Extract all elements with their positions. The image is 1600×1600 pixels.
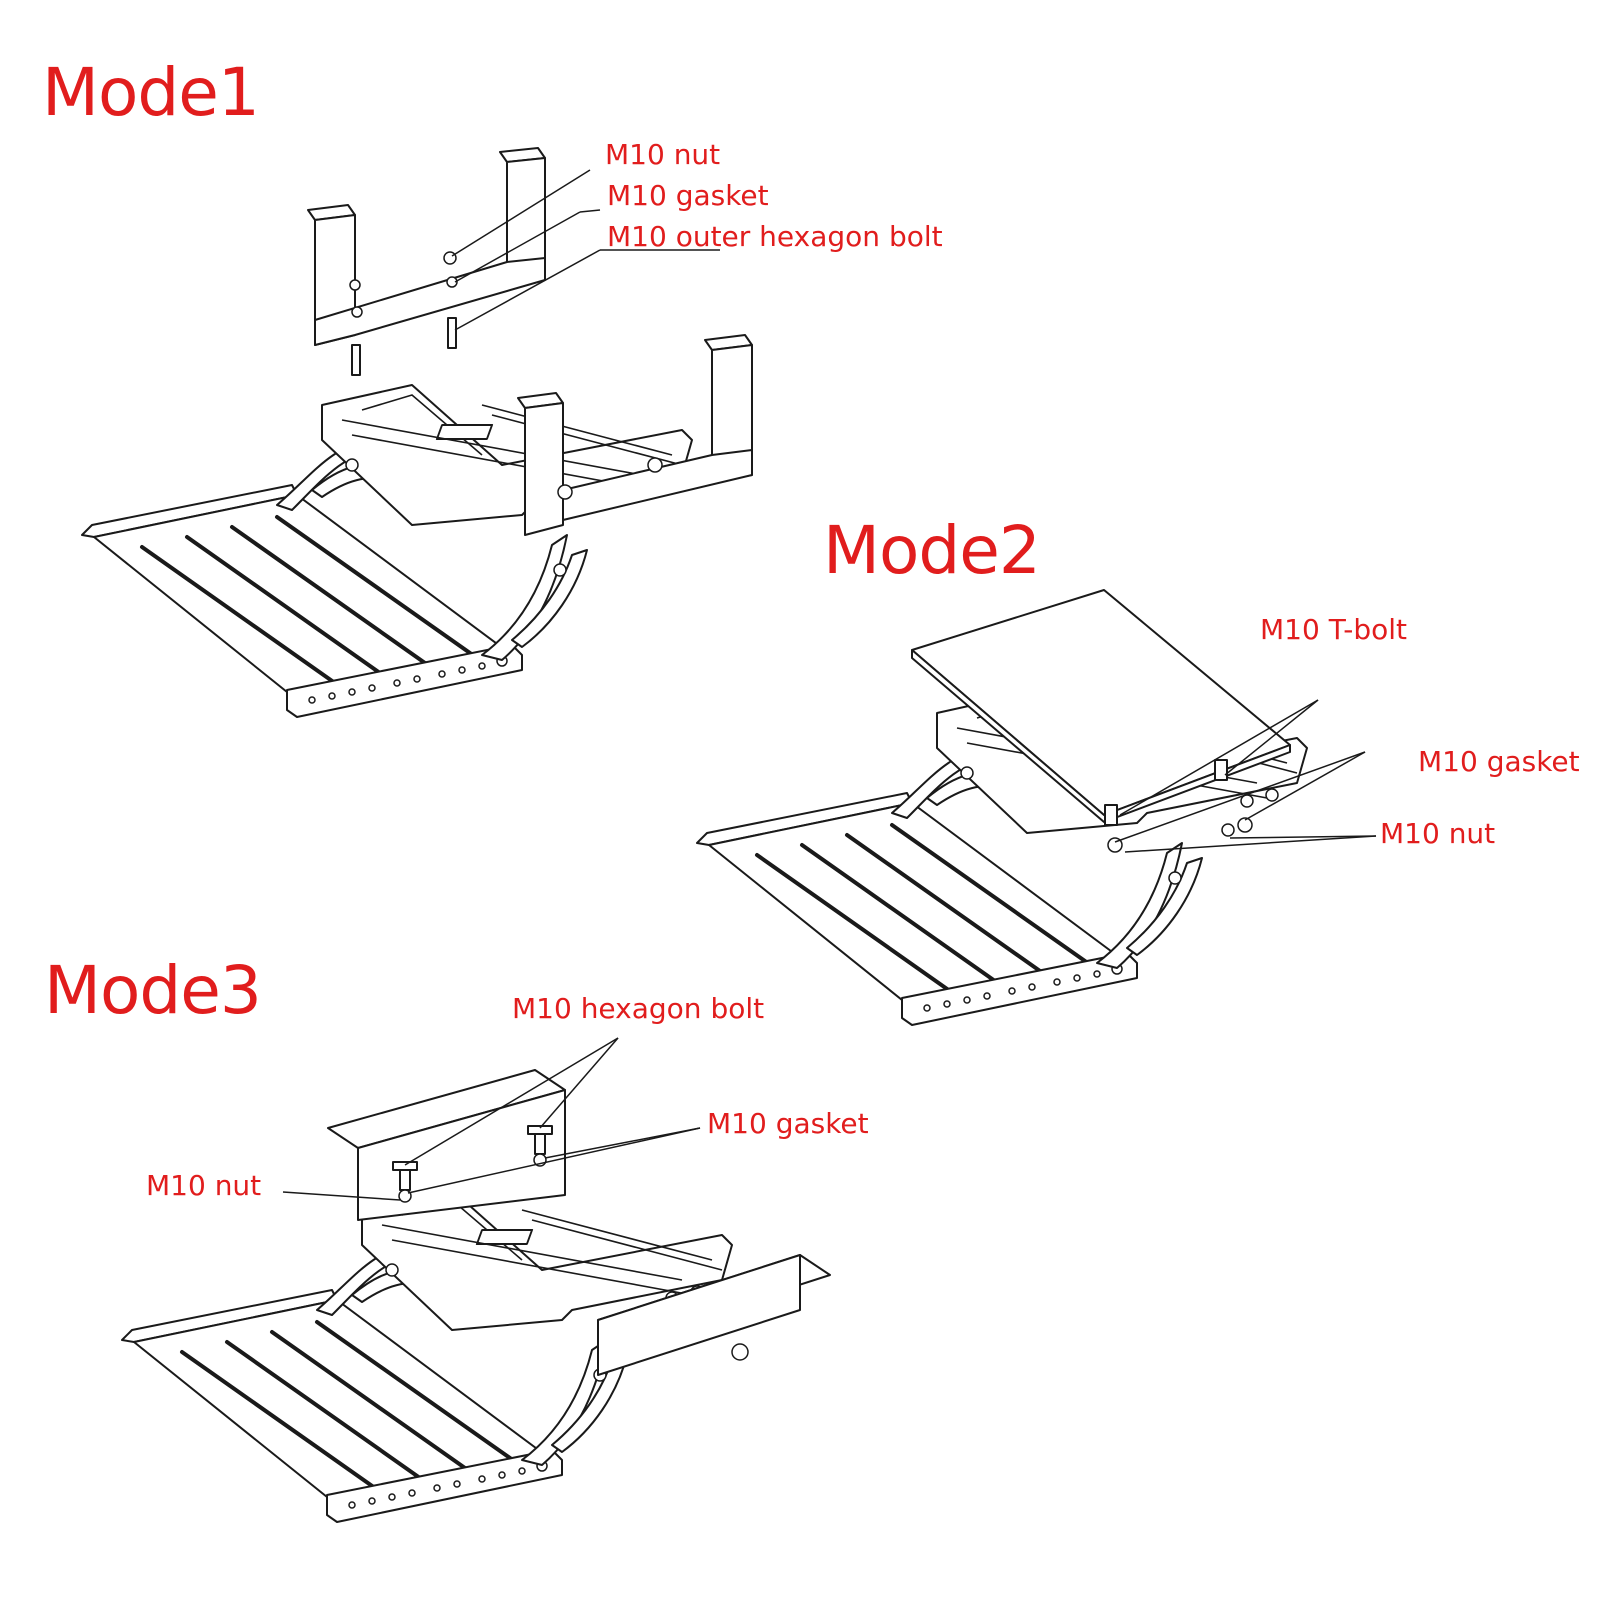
mode3-bolt-label: M10 hexagon bolt [512, 992, 765, 1025]
mode1-title: Mode1 [42, 54, 260, 131]
mode1-gasket-label: M10 gasket [607, 179, 769, 212]
mode1-leaders [451, 169, 720, 331]
mode2-tbolt-label: M10 T-bolt [1260, 613, 1407, 646]
mode1-left-frame [307, 147, 546, 346]
mode3-gasket-label: M10 gasket [707, 1107, 869, 1140]
mode2-leaders [1114, 699, 1377, 853]
mode3-title: Mode3 [44, 952, 262, 1029]
mode1-right-frame [517, 334, 753, 536]
mode2-step-assembly [695, 589, 1309, 1027]
mode1-step-assembly [80, 147, 753, 719]
mode2-gasket-label: M10 gasket [1418, 745, 1580, 778]
mode1-bolt-label: M10 outer hexagon bolt [607, 220, 943, 253]
mode3-step-assembly [120, 1069, 831, 1524]
mode2-nut-label: M10 nut [1380, 817, 1496, 850]
mode3-leaders [282, 1037, 701, 1201]
mode3-nut-label: M10 nut [146, 1169, 262, 1202]
mode1-nut-label: M10 nut [605, 138, 721, 171]
mode2-title: Mode2 [823, 512, 1041, 589]
